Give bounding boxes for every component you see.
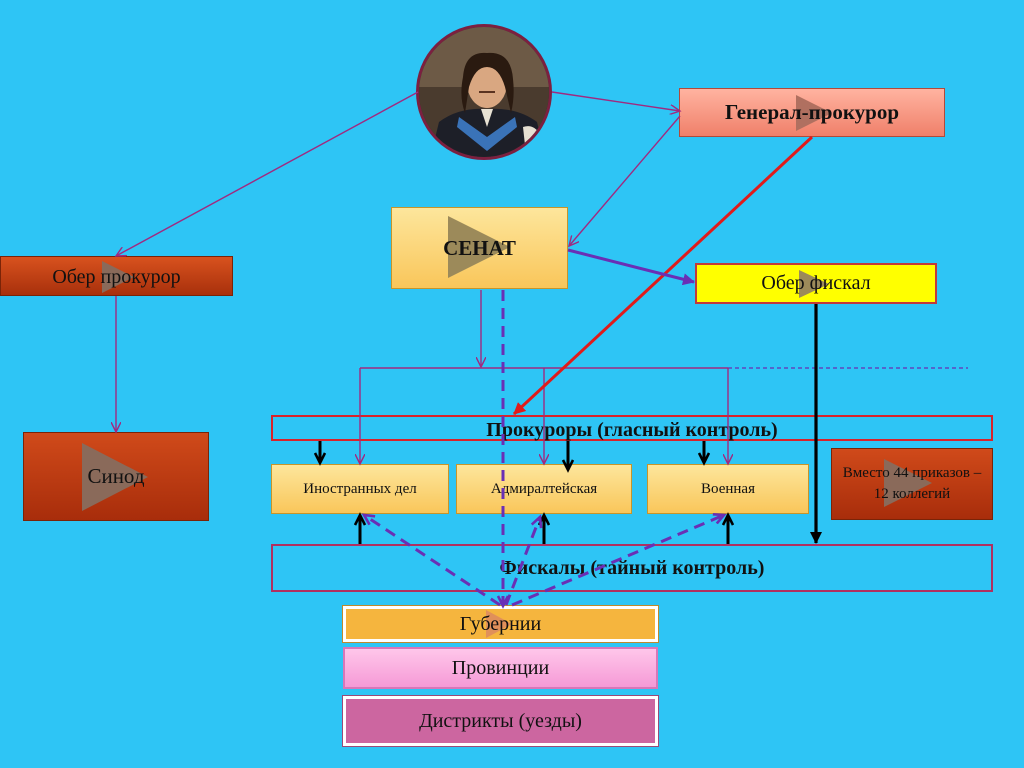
play-triangle-icon: [102, 261, 134, 293]
synod-box: Синод: [23, 432, 209, 521]
portrait-peter: [416, 24, 552, 160]
synod-label: Синод: [87, 464, 145, 488]
arrow-senate-to-ober-fiscal: [567, 248, 695, 286]
general-prosecutor-label: Генерал-прокурор: [724, 100, 900, 124]
ober-fiscal-label: Обер фискал: [761, 272, 871, 294]
districts-box: Дистрикты (уезды): [342, 695, 659, 747]
foreign-affairs-label: Иностранных дел: [303, 480, 417, 497]
collegia-note-label: Вместо 44 приказов – 12 коллегий: [842, 465, 982, 502]
play-triangle-icon: [448, 216, 510, 278]
collegium-military-box: Военная: [647, 464, 809, 514]
arrow-tsar-to-general-prosecutor: [551, 91, 680, 111]
prosecutors-label: Прокуроры (гласный контроль): [486, 418, 778, 441]
senate-box: СЕНАТ: [391, 207, 568, 289]
prosecutors-box: Прокуроры (гласный контроль): [271, 415, 993, 441]
play-triangle-icon: [884, 459, 932, 507]
play-triangle-icon: [796, 95, 832, 131]
play-triangle-icon: [486, 610, 512, 638]
arrow-general-prosecutor-to-senate: [569, 115, 681, 246]
collegium-foreign-affairs-box: Иностранных дел: [271, 464, 449, 514]
fiscals-box: Фискалы (тайный контроль): [271, 544, 993, 592]
gubernii-label: Губернии: [459, 612, 542, 635]
senate-label: СЕНАТ: [443, 236, 516, 260]
collegia-note-box: Вместо 44 приказов – 12 коллегий: [831, 448, 993, 520]
collegium-admiralty-box: Адмиралтейская: [456, 464, 632, 514]
provinces-box: Провинции: [343, 647, 658, 689]
provinces-label: Провинции: [451, 656, 550, 679]
gubernii-box: Губернии: [342, 605, 659, 643]
play-triangle-icon: [82, 443, 148, 511]
arrow-tsar-to-ober-prosecutor: [116, 91, 419, 256]
portrait-image: [419, 27, 549, 157]
general-prosecutor-box: Генерал-прокурор: [679, 88, 945, 137]
districts-label: Дистрикты (уезды): [419, 709, 582, 732]
ober-fiscal-box: Обер фискал: [695, 263, 937, 304]
military-label: Военная: [701, 480, 755, 497]
ober-prosecutor-label: Обер прокурор: [52, 266, 181, 288]
ober-prosecutor-box: Обер прокурор: [0, 256, 233, 296]
fiscals-label: Фискалы (тайный контроль): [499, 556, 765, 579]
admiralty-label: Адмиралтейская: [490, 480, 598, 497]
